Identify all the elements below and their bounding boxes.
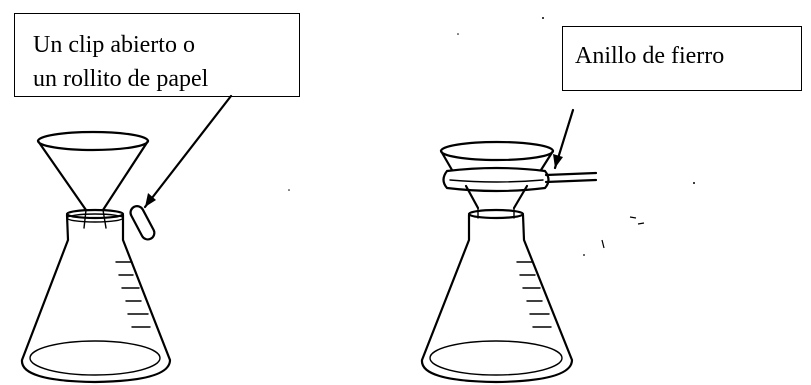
label-clip-line-1: Un clip abierto o [33, 32, 195, 58]
left-funnel [36, 130, 150, 229]
label-clip-box: Un clip abierto o un rollito de papel [14, 13, 300, 97]
iron-ring [442, 166, 598, 193]
paper-clip [129, 205, 156, 241]
right-flask [420, 208, 574, 384]
right-arrow [553, 108, 575, 170]
label-clip-line-2: un rollito de papel [33, 66, 209, 92]
left-arrow [143, 94, 233, 209]
label-ring-line-1: Anillo de fierro [575, 43, 725, 69]
scan-speckles [288, 17, 695, 256]
left-flask [20, 208, 172, 384]
label-ring-box: Anillo de fierro [562, 26, 802, 91]
